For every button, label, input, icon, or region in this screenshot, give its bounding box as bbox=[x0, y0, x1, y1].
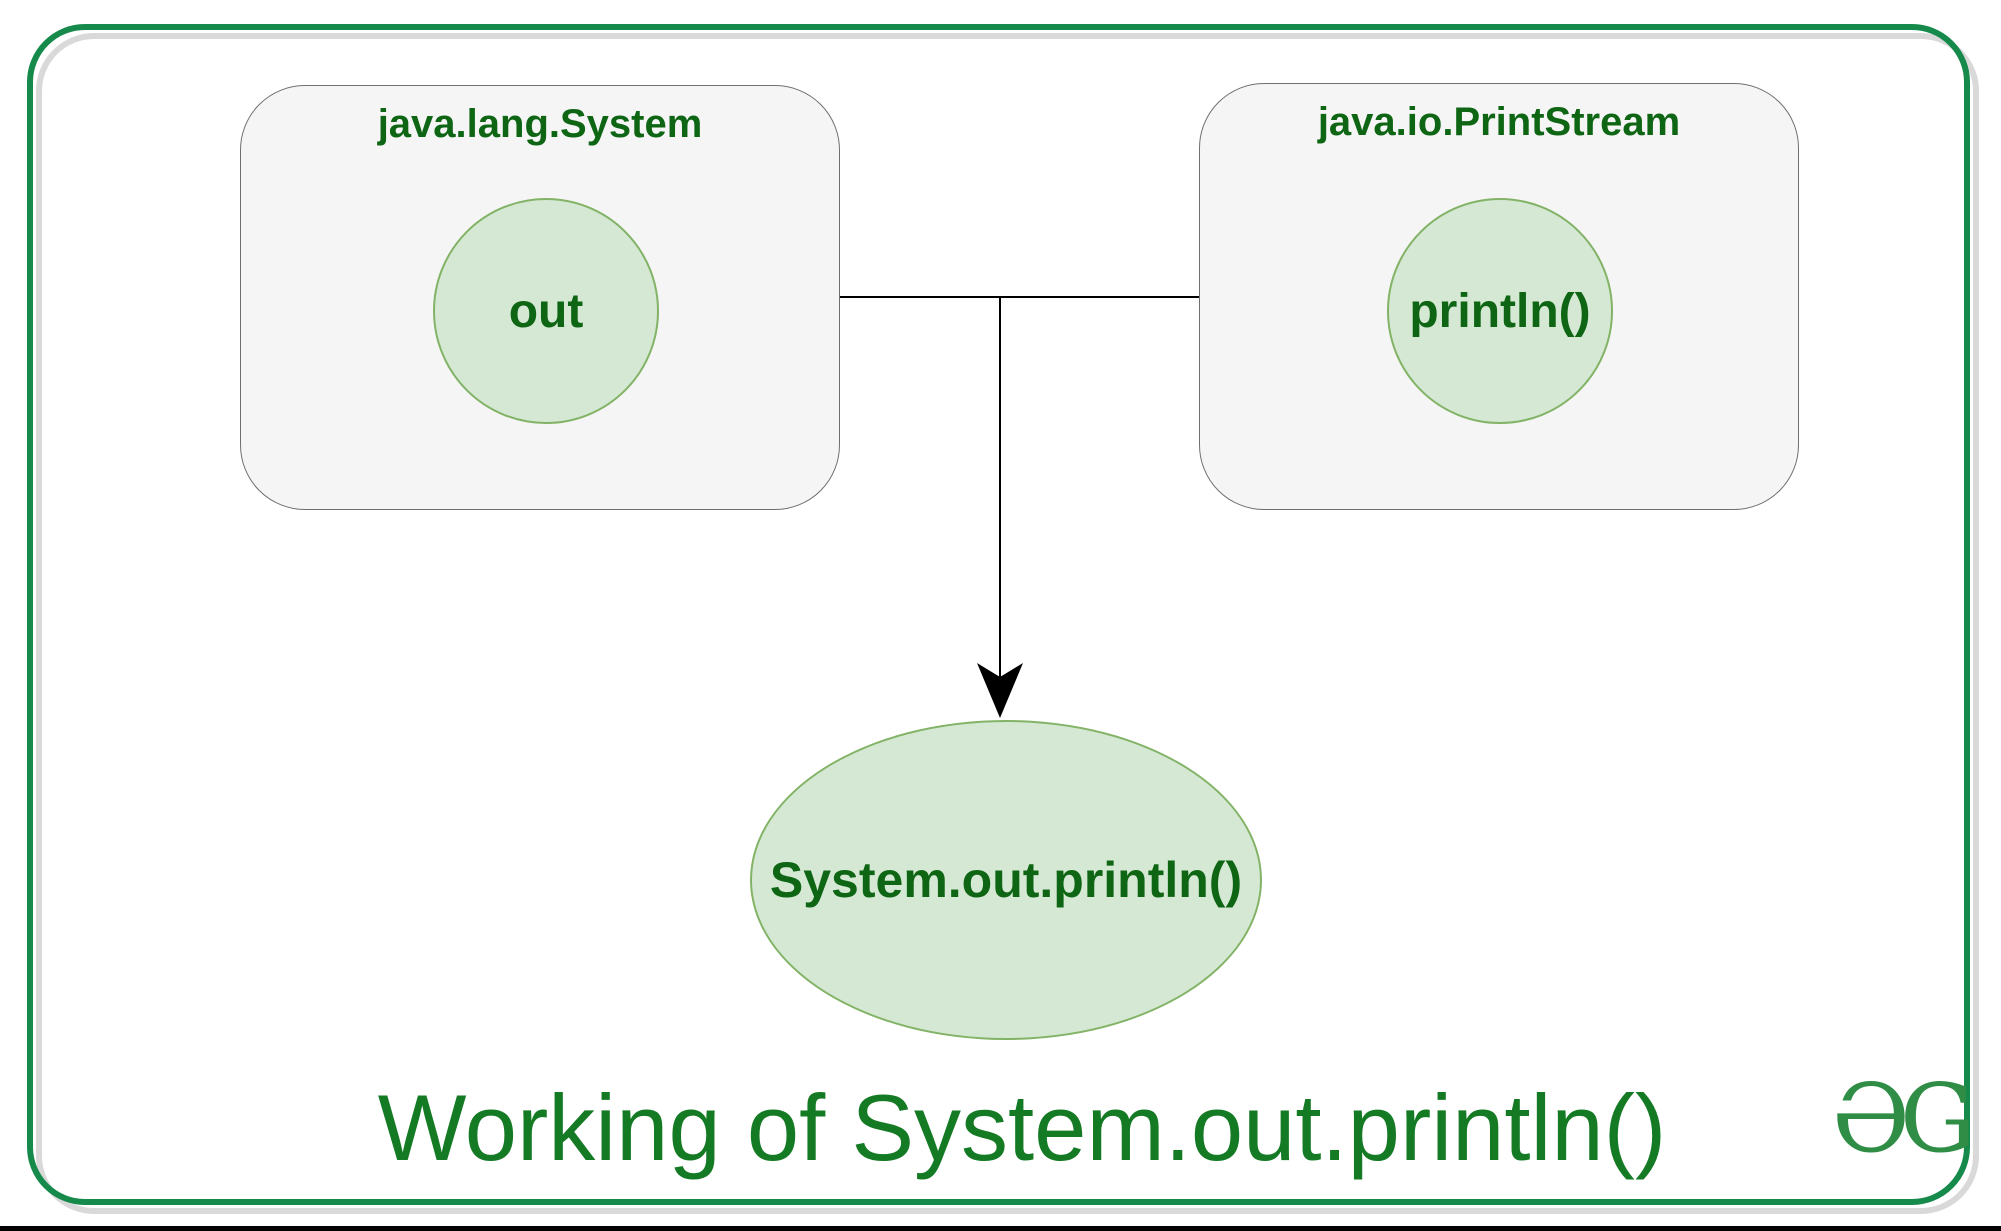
result-ellipse: System.out.println() bbox=[750, 720, 1262, 1040]
bottom-edge-bar bbox=[0, 1226, 2001, 1231]
class-box-title: java.io.PrintStream bbox=[1317, 100, 1681, 144]
class-box-title: java.lang.System bbox=[377, 102, 703, 146]
geeksforgeeks-logo: ƏG bbox=[1832, 1064, 1976, 1174]
diagram-title: Working of System.out.println() bbox=[377, 1075, 1667, 1180]
out-field-label: out bbox=[508, 284, 584, 338]
class-box-java-io-printstream: java.io.PrintStream println() bbox=[1199, 83, 1799, 510]
frame-shadow bbox=[36, 33, 1979, 1214]
out-field-circle: out bbox=[433, 198, 659, 424]
println-method-label: println() bbox=[1409, 284, 1591, 338]
class-box-java-lang-system: java.lang.System out bbox=[240, 85, 840, 510]
result-label: System.out.println() bbox=[769, 852, 1243, 908]
println-method-circle: println() bbox=[1387, 198, 1613, 424]
green-border-frame bbox=[27, 24, 1970, 1205]
